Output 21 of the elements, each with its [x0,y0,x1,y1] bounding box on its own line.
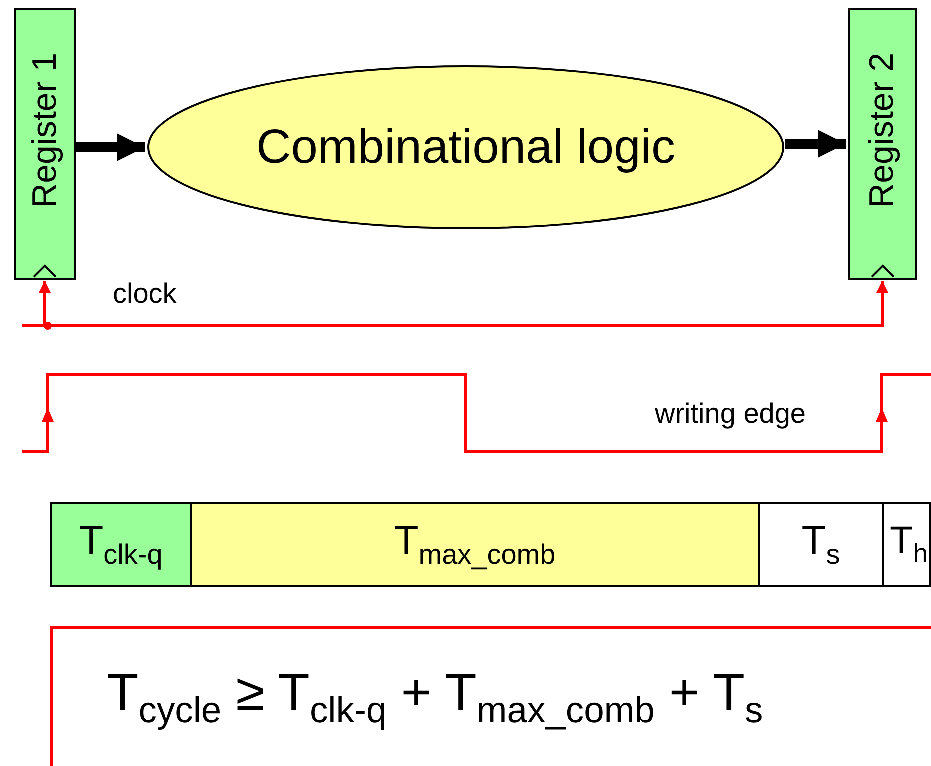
segment-label: T$_{max_comb}$ [394,518,556,570]
waveform-label: writing edge [655,398,806,430]
data-arrow [785,130,846,158]
segment-label: T$_{clk-q}$ [79,518,163,570]
signal-label: clock [113,278,177,310]
segment-label: T$_{h}$ [890,520,928,570]
timing-segment [190,502,760,587]
timing-segment [758,502,884,587]
logic-label: Combinational logic [256,120,676,175]
timing-formula: T$_{cycle}$ ≥ T$_{clk-q}$ + T$_{max_comb}$ + T$_{s}$ [107,663,764,732]
formula-box [50,626,931,766]
clock-line [22,281,51,328]
logic-ellipse [147,65,785,230]
register-label: Register 2 [863,52,902,208]
register-label: Register 1 [26,52,64,208]
timing-segment [882,502,931,587]
register-box [14,8,76,280]
segment-label: T$_{s}$ [802,518,840,570]
timing-segment [50,502,192,587]
register-box [848,8,917,280]
data-arrow [76,134,145,162]
